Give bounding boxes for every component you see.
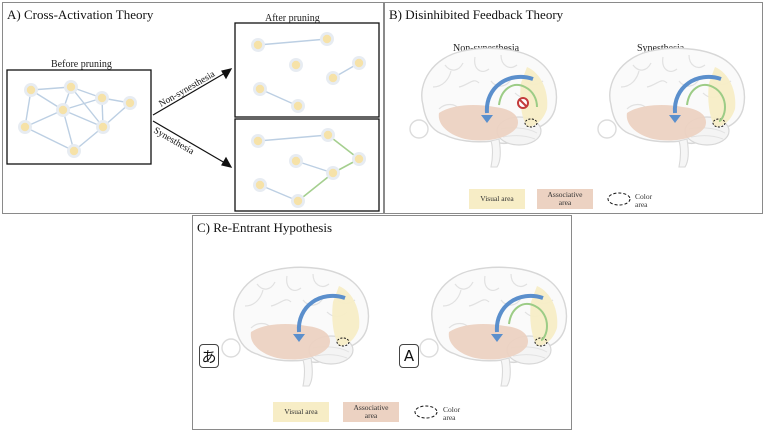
after-bottom-nodes: [251, 128, 366, 208]
legend-associative-label-b: Associative area: [547, 190, 583, 207]
brain-c-right: [419, 266, 568, 387]
after-top-nodes: [251, 32, 366, 113]
panel-re-entrant: C) Re-Entrant Hypothesis あ A Visual area…: [192, 215, 572, 430]
legend-color-label-b: Color area: [635, 192, 653, 209]
glyph-latin-a: A: [399, 344, 419, 368]
after-pruning-box-top: [234, 22, 380, 118]
brain-c-left: [221, 266, 370, 387]
panel-cross-activation: A) Cross-Activation Theory Before prunin…: [2, 2, 384, 214]
panel-b-brain-diagrams: [409, 47, 746, 209]
panel-c-brain-diagrams: [221, 266, 568, 422]
legend-visual-swatch-c: [273, 402, 329, 422]
legend-color-label-c: Color area: [443, 405, 461, 422]
after-pruning-label: After pruning: [265, 13, 320, 24]
legend-associative-swatch-c: [343, 402, 399, 422]
panel-b-synesthesia-label: Synesthesia: [637, 43, 685, 54]
panel-a-title: A) Cross-Activation Theory: [7, 7, 154, 22]
legend-visual-label-c: Visual area: [284, 407, 318, 416]
legend-associative-swatch-b: [537, 189, 593, 209]
pruning-arrows: [152, 68, 233, 168]
legend-color-swatch-c: [414, 405, 438, 419]
panel-a-network-diagram: Non-synesthesia Synesthesia: [6, 22, 380, 212]
brain-synesthesia: [597, 47, 746, 168]
legend-visual-swatch-b: [469, 189, 525, 209]
panel-disinhibited-feedback: B) Disinhibited Feedback Theory Non-syne…: [384, 2, 763, 214]
panel-c-title: C) Re-Entrant Hypothesis: [197, 220, 333, 235]
glyph-hiragana-a: あ: [199, 344, 219, 368]
before-nodes: [18, 80, 137, 158]
arrow-label-non-synesthesia: Non-synesthesia: [158, 69, 218, 109]
panel-b-title: B) Disinhibited Feedback Theory: [389, 7, 564, 22]
legend-color-swatch-b: [607, 192, 631, 206]
legend-visual-label-b: Visual area: [480, 194, 514, 203]
before-pruning-label: Before pruning: [51, 59, 112, 70]
brain-non-synesthesia: [409, 47, 558, 168]
legend-associative-label-c: Associative area: [353, 403, 389, 420]
